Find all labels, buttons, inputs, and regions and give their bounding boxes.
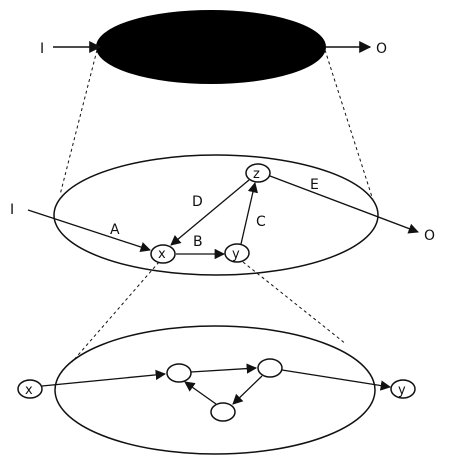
edge-c-label: C [256,214,266,230]
bottom-node-x [17,379,43,399]
bottom-ellipse [54,325,376,455]
node-z-label: z [253,167,260,182]
projection-mid-left [71,261,160,363]
projection-mid-right [242,261,347,345]
edge-a [27,209,151,253]
inner-node-right [257,358,283,378]
edge-d-label: D [192,194,203,210]
node-x [150,244,176,264]
bottom-edge-right-to-bottom [232,375,263,405]
bottom-edge-bottom-to-left [184,381,217,405]
top-input-label: I [40,41,44,57]
edge-b-label: B [193,234,203,250]
bottom-node-x-label: x [25,383,33,398]
inner-node-bottom [210,402,236,422]
bottom-edge-x-to-left [41,369,167,387]
edge-e [269,175,419,234]
projection-top-right [324,49,374,201]
inner-node-left [166,363,192,383]
middle-output-label: O [424,228,435,244]
middle-ellipse [53,154,379,276]
top-output-label: O [376,41,387,57]
projection-top-left [59,49,98,196]
node-y-label: y [232,247,240,262]
edge-a-label: A [110,222,120,238]
node-x-label: x [158,247,166,262]
edge-c [240,181,258,245]
edge-d [170,179,250,246]
middle-input-label: I [10,202,14,218]
edge-e-label: E [310,177,319,193]
bottom-edge-right-to-y [281,369,392,391]
bottom-edge-left-to-right [190,363,258,374]
top-black-ellipse [96,10,326,84]
bottom-node-y-label: y [398,383,406,398]
node-z [245,163,271,183]
